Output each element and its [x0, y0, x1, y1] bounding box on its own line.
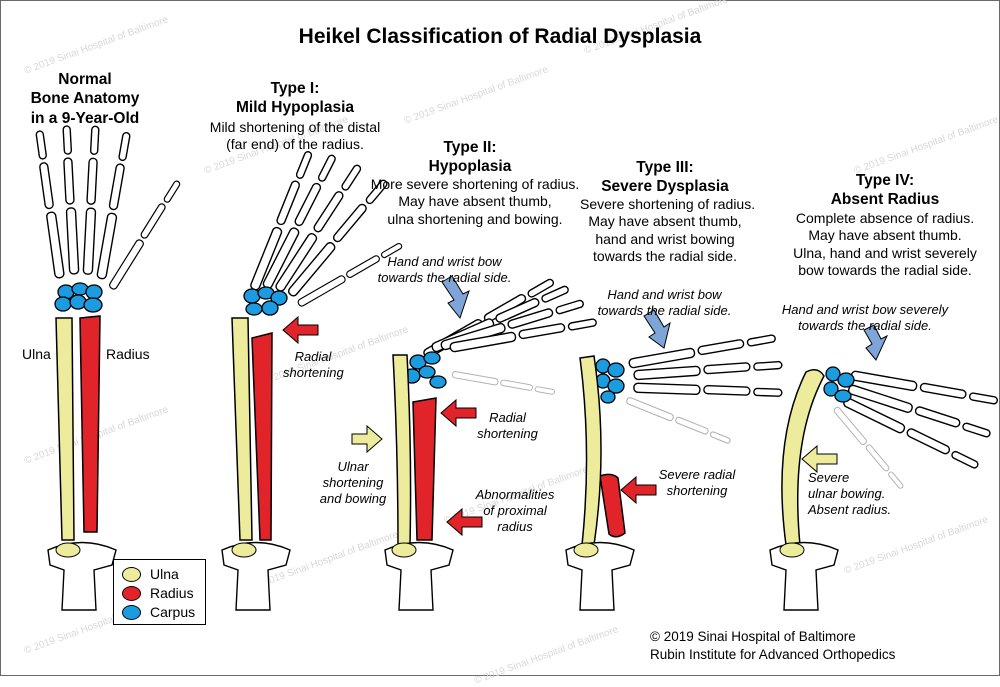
type4-description: Complete absence of radius. May have abs…: [793, 210, 977, 279]
type1-arm: [221, 149, 404, 611]
type2-arm: [351, 275, 598, 611]
type2-proximal-arrow-icon: [446, 507, 483, 537]
type2-proximal-note: Abnormalities of proximal radius: [475, 487, 555, 535]
legend: Ulna Radius Carpus: [113, 559, 206, 625]
type1-arrow-icon: [282, 315, 319, 345]
type4-ulnar-note: Severe ulnar bowing. Absent radius.: [808, 470, 892, 518]
normal-heading: Normal Bone Anatomy in a 9-Year-Old: [30, 71, 140, 127]
type3-description: Severe shortening of radius. May have ab…: [580, 196, 756, 265]
institute-line: Rubin Institute for Advanced Orthopedics: [650, 646, 896, 662]
label-radius: Radius: [106, 346, 150, 362]
normal-ulna: [55, 317, 75, 541]
type4-hand-arrow-icon: [863, 324, 889, 361]
copyright-line: © 2019 Sinai Hospital of Baltimore: [650, 629, 856, 644]
type2-ulnar-note: Ulnar shortening and bowing: [319, 459, 387, 507]
label-ulna: Ulna: [22, 346, 51, 362]
legend-item-carpus: Carpus: [122, 603, 195, 621]
carpus-swatch: [122, 604, 141, 620]
type1-radial-note: Radial shortening: [283, 349, 344, 381]
type4-arm: [769, 324, 999, 611]
radius-swatch: [122, 585, 141, 601]
ulna-swatch: [122, 566, 141, 582]
type4-ulnar-arrow-icon: [801, 444, 838, 474]
legend-label: Radius: [150, 585, 194, 601]
figure-title: Heikel Classification of Radial Dysplasi…: [298, 25, 702, 48]
normal-arm: [34, 125, 183, 611]
legend-item-radius: Radius: [122, 584, 194, 602]
type3-hand-note: Hand and wrist bow towards the radial si…: [597, 287, 732, 319]
legend-label: Ulna: [150, 566, 179, 582]
type4-heading: Type IV: Absent Radius: [830, 172, 940, 209]
type2-hand-note: Hand and wrist bow towards the radial si…: [377, 254, 512, 286]
type1-description: Mild shortening of the distal (far end) …: [209, 119, 381, 153]
type2-radial-note: Radial shortening: [477, 410, 538, 442]
legend-label: Carpus: [150, 604, 196, 620]
type1-heading: Type I: Mild Hypoplasia: [236, 80, 354, 117]
type3-arm: [565, 309, 783, 611]
legend-item-ulna: Ulna: [122, 565, 179, 583]
type4-hand-note: Hand and wrist bow severely towards the …: [781, 302, 949, 334]
type2-radial-arrow-icon: [440, 398, 477, 428]
credits: © 2019 Sinai Hospital of Baltimore Rubin…: [650, 628, 895, 664]
type2-hand-arrow-icon: [441, 275, 470, 320]
normal-radius: [79, 315, 101, 533]
type2-heading: Type II: Hypoplasia: [428, 139, 512, 176]
type3-hand-arrow-icon: [643, 309, 671, 349]
type3-radial-arrow-icon: [620, 475, 657, 505]
type2-description: More severe shortening of radius. May ha…: [370, 176, 580, 227]
type2-ulnar-arrow-icon: [351, 424, 383, 454]
type3-heading: Type III: Severe Dysplasia: [601, 159, 729, 196]
type3-radial-note: Severe radial shortening: [658, 467, 736, 499]
